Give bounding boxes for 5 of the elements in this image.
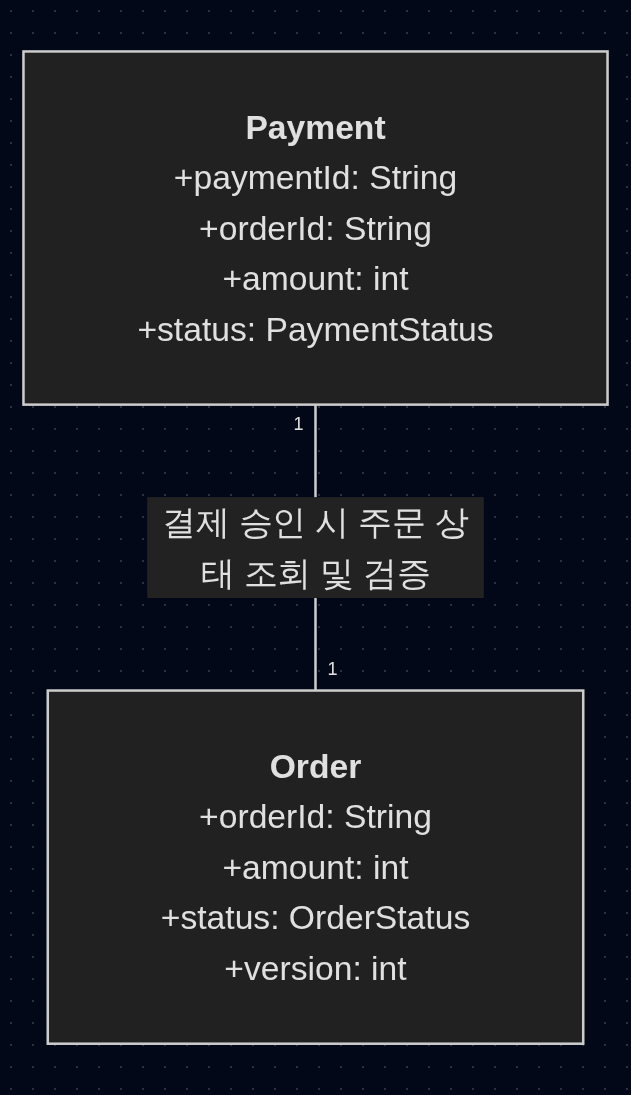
edge-label: 결제 승인 시 주문 상태 조회 및 검증 xyxy=(162,503,469,592)
node-box: Order +orderId: String +amount: int +status: OrderStatus +version: int xyxy=(46,689,585,1045)
multiplicity-label: 1 xyxy=(293,414,304,433)
node-box: Payment +paymentId: String +orderId: String +amount: int +status: PaymentStatus xyxy=(22,50,609,406)
multiplicity-label: 1 xyxy=(327,660,338,679)
